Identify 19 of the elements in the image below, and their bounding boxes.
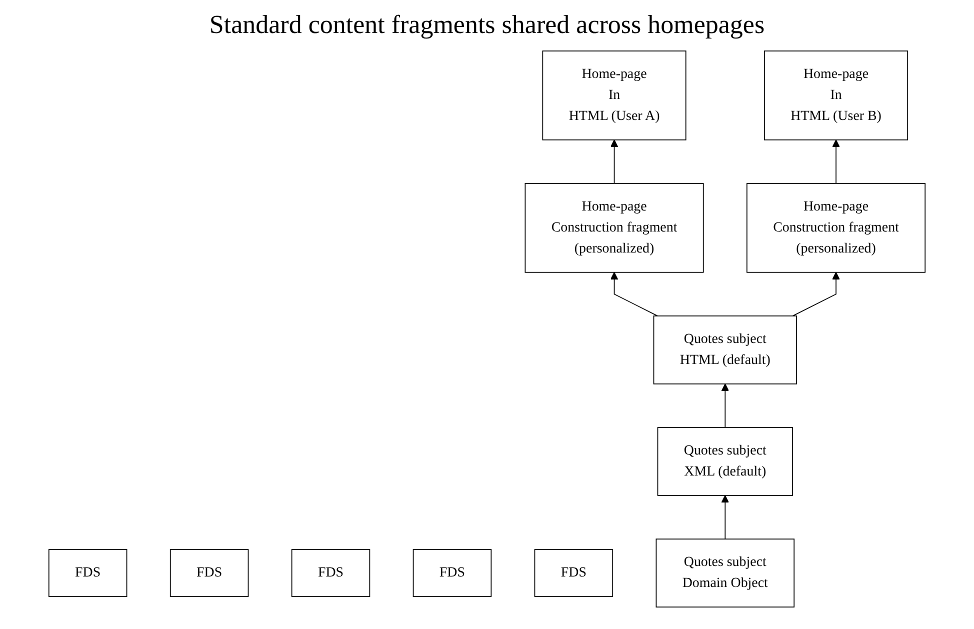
node-box: Quotes subject HTML (default) — [653, 316, 797, 384]
node-box: Quotes subject XML (default) — [657, 427, 793, 496]
node-box: Home-page In HTML (User A) — [542, 50, 686, 140]
node-box: FDS — [170, 549, 249, 597]
node-box: Quotes subject Domain Object — [656, 538, 795, 608]
node-box: FDS — [48, 549, 128, 597]
node-box: Home-page Construction fragment (personalized) — [746, 183, 926, 273]
arrow — [721, 495, 729, 540]
diagram-title: Standard content fragments shared across homepages — [208, 10, 766, 40]
arrow — [832, 140, 840, 184]
node-box: FDS — [291, 549, 370, 597]
node-box: Home-page Construction fragment (personalized) — [524, 183, 704, 273]
arrow — [610, 272, 658, 316]
node-box: FDS — [412, 549, 492, 597]
node-box: Home-page In HTML (User B) — [764, 50, 908, 140]
arrow — [610, 140, 618, 184]
node-box: FDS — [534, 549, 614, 597]
arrow — [792, 272, 840, 316]
arrow — [721, 384, 729, 428]
